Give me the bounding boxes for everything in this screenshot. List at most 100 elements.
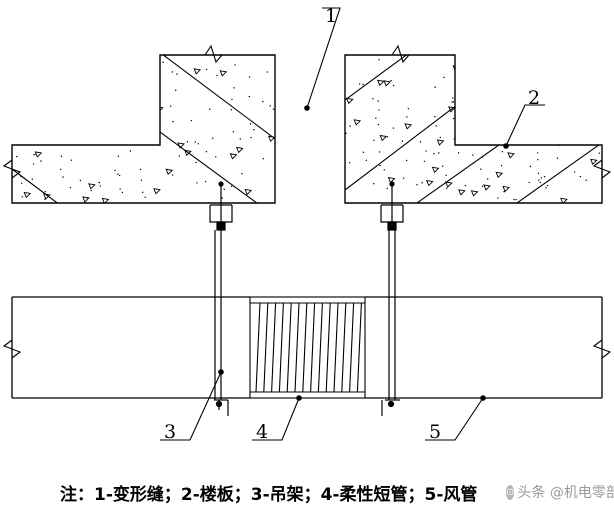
aggregate-mark	[425, 179, 434, 187]
concrete-dot	[250, 136, 252, 139]
concrete-dot	[481, 185, 484, 187]
corrugation-line	[302, 302, 308, 393]
concrete-dot	[506, 73, 508, 75]
concrete-dot	[35, 81, 38, 83]
concrete-dot	[144, 196, 146, 198]
concrete-dot	[508, 67, 510, 69]
concrete-dot	[139, 168, 142, 171]
concrete-dot	[515, 198, 517, 201]
concrete-dot	[130, 113, 133, 115]
concrete-dot	[128, 56, 131, 58]
concrete-dot	[205, 68, 208, 71]
concrete-dot	[129, 150, 132, 152]
concrete-dot	[186, 141, 189, 143]
concrete-dot	[539, 181, 541, 184]
concrete-dot	[44, 198, 46, 200]
concrete-dot	[375, 117, 377, 119]
concrete-dot	[162, 61, 164, 63]
concrete-dot	[561, 140, 563, 143]
concrete-dot	[124, 108, 126, 111]
concrete-dot	[139, 89, 142, 91]
concrete-dot	[233, 87, 235, 89]
concrete-dot	[32, 163, 35, 165]
concrete-dot	[21, 182, 23, 184]
pipe-corrugations	[255, 302, 362, 393]
aggregate-mark	[470, 190, 479, 197]
concrete-dot	[518, 140, 520, 143]
concrete-dot	[517, 93, 519, 96]
concrete-dot	[519, 97, 521, 100]
concrete-dot	[435, 125, 437, 127]
concrete-dot	[114, 169, 116, 172]
corrugation-line	[317, 302, 323, 393]
concrete-dot	[446, 187, 448, 189]
concrete-dot	[99, 185, 102, 187]
concrete-dot	[60, 91, 62, 94]
aggregate-mark	[104, 122, 113, 130]
concrete-dot	[348, 162, 351, 164]
concrete-dot	[241, 172, 243, 175]
concrete-dot	[573, 171, 576, 173]
concrete-dot	[378, 109, 380, 111]
concrete-dot	[515, 129, 517, 131]
leader-dots	[218, 105, 509, 401]
corrugation-line	[263, 302, 269, 393]
concrete-dot	[114, 103, 116, 105]
concrete-dot	[91, 99, 94, 101]
concrete-dot	[117, 173, 119, 175]
aggregate-mark	[379, 134, 388, 142]
concrete-dot	[90, 82, 92, 84]
concrete-dot	[20, 175, 22, 178]
aggregate-mark	[101, 197, 110, 203]
concrete-dot	[269, 105, 271, 107]
aggregate-mark	[576, 130, 584, 137]
concrete-dot	[72, 119, 75, 121]
concrete-dot	[486, 121, 489, 123]
concrete-dot	[405, 159, 408, 162]
concrete-dot	[445, 174, 447, 177]
concrete-dot	[386, 187, 388, 190]
concrete-dot	[239, 138, 241, 140]
concrete-dot	[546, 184, 549, 187]
concrete-dot	[531, 121, 534, 123]
concrete-dot	[461, 112, 464, 114]
concrete-dot	[126, 85, 128, 87]
aggregate-mark	[383, 80, 392, 87]
concrete-dot	[13, 102, 16, 104]
concrete-dot	[527, 72, 530, 75]
concrete-dot	[378, 151, 381, 153]
concrete-dot	[512, 103, 514, 106]
concrete-dot	[402, 177, 405, 179]
aggregate-mark	[137, 125, 146, 132]
concrete-dot	[459, 84, 461, 86]
concrete-dot	[31, 113, 34, 115]
concrete-dot	[125, 93, 128, 95]
concrete-dot	[545, 114, 548, 116]
concrete-dot	[579, 121, 582, 124]
concrete-dot	[434, 86, 436, 88]
concrete-dot	[423, 160, 426, 163]
concrete-dot	[105, 81, 107, 83]
label-hanger: 3	[164, 421, 176, 443]
hanger-right	[380, 181, 404, 416]
concrete-dot	[21, 196, 23, 198]
concrete-dot	[205, 151, 208, 153]
leader-lines	[160, 7, 545, 441]
aggregate-mark	[267, 135, 275, 143]
concrete-dot	[538, 179, 540, 181]
aggregate-mark	[404, 123, 413, 130]
concrete-dot	[118, 174, 121, 177]
aggregate-mark	[387, 176, 396, 184]
aggregate-mark	[502, 185, 510, 193]
concrete-dot	[48, 92, 51, 95]
concrete-dot	[358, 83, 361, 85]
concrete-dot	[231, 98, 233, 101]
aggregate-mark	[235, 146, 244, 154]
concrete-dot	[547, 81, 549, 83]
concrete-dot	[33, 154, 35, 156]
concrete-dot	[377, 100, 379, 102]
concrete-dot	[52, 125, 54, 127]
aggregate-mark	[115, 61, 123, 69]
concrete-dot	[157, 106, 159, 109]
concrete-dot	[585, 179, 587, 181]
